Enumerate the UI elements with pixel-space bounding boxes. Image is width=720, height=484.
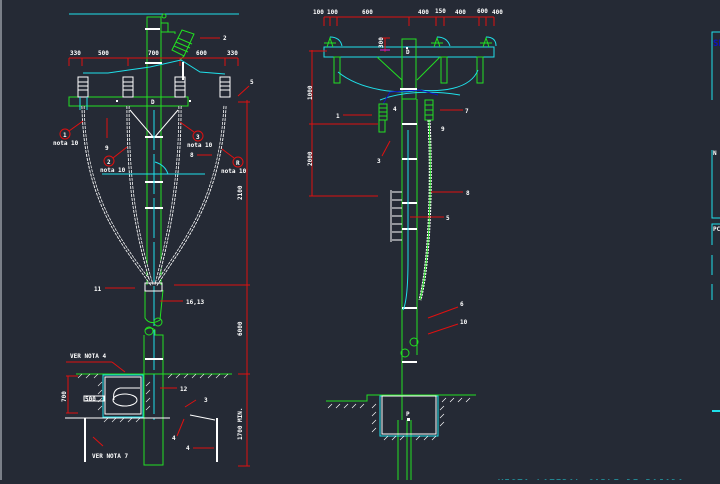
callout-circles-front [59, 118, 244, 168]
side-dim-3: 600 [362, 9, 373, 16]
front-dim-1: 330 [70, 50, 81, 57]
ver-nota-4: VER NOTA 4 [70, 353, 107, 360]
callout-r-note: nota 10 [221, 168, 247, 175]
front-dim-3: 700 [148, 50, 159, 57]
callout-9: 9 [105, 145, 109, 152]
dim-side-300: 300 [378, 37, 385, 48]
callout-3-note: nota 10 [187, 142, 213, 149]
crossarm-letter: D [151, 99, 155, 106]
side-view: 100 100 600 400 150 400 600 400 D 300 [307, 8, 503, 480]
dim-duct: 500 [85, 396, 96, 403]
side-dim-6: 400 [455, 9, 466, 16]
dim-side-2000: 2000 [307, 151, 314, 166]
side-callout-8: 8 [466, 190, 470, 197]
arresters-front [77, 76, 231, 98]
fuse-cutout [161, 13, 195, 61]
side-callout-6: 6 [460, 301, 464, 308]
title-block-partial: SE N PC [711, 31, 720, 412]
callout-3-circle: 3 [196, 134, 200, 141]
front-view: 330 500 700 600 330 2 D [53, 13, 254, 467]
callout-4b: 4 [186, 445, 190, 452]
ver-nota-7: VER NOTA 7 [92, 453, 129, 460]
front-dim-5: 330 [227, 50, 238, 57]
panel-label-mid: N [713, 150, 717, 157]
side-crossarm-letter: D [406, 49, 410, 56]
side-dim-1: 100 [313, 9, 324, 16]
callout-r-circle: R [236, 160, 240, 167]
side-dim-2: 100 [327, 9, 338, 16]
front-dim-2: 500 [98, 50, 109, 57]
callout-2: 2 [223, 35, 227, 42]
top-dimension-side [323, 16, 495, 26]
side-dim-4: 400 [418, 9, 429, 16]
dim-1700: 1700 MIN. [237, 407, 244, 440]
side-callout-7: 7 [465, 108, 469, 115]
side-callout-1: 1 [336, 113, 340, 120]
dim-700: 700 [61, 391, 68, 402]
side-dim-5: 150 [435, 8, 446, 15]
ground-side: P [326, 394, 476, 437]
dim-6000: 6000 [237, 321, 244, 336]
callout-12: 12 [180, 386, 188, 393]
callout-2-circle: 2 [107, 159, 111, 166]
side-callout-5: 5 [446, 215, 450, 222]
panel-label-top: SE [713, 39, 720, 49]
side-dim-8: 400 [492, 9, 503, 16]
callout-5: 5 [250, 79, 254, 86]
pole-front [143, 16, 176, 466]
callout-8: 8 [190, 152, 194, 159]
side-dim-7: 600 [477, 8, 488, 15]
callout-2-note: nota 10 [100, 167, 126, 174]
side-dimension-front [174, 100, 250, 467]
dim-2100: 2100 [237, 185, 244, 200]
viewport-edge [0, 0, 2, 480]
callout-4a: 4 [172, 435, 176, 442]
top-dimension-front [68, 57, 239, 66]
ground-front [65, 373, 232, 462]
callout-1-circle: 1 [63, 132, 67, 139]
panel-label-low: PC [713, 226, 720, 233]
callout-3b: 3 [204, 397, 208, 404]
dim-side-1000: 1000 [307, 85, 314, 100]
callout-1-note: nota 10 [53, 140, 79, 147]
front-dim-4: 600 [196, 50, 207, 57]
callout-16-13: 16,13 [186, 299, 204, 306]
crossarm-side [323, 46, 495, 58]
side-box-letter: P [406, 411, 410, 418]
pole-side [376, 38, 441, 480]
side-callout-3: 3 [377, 158, 381, 165]
callout-11: 11 [94, 286, 102, 293]
side-dimension-side [309, 50, 378, 197]
side-callout-4: 4 [393, 106, 397, 113]
side-callout-10: 10 [460, 319, 468, 326]
side-callout-9: 9 [441, 126, 445, 133]
